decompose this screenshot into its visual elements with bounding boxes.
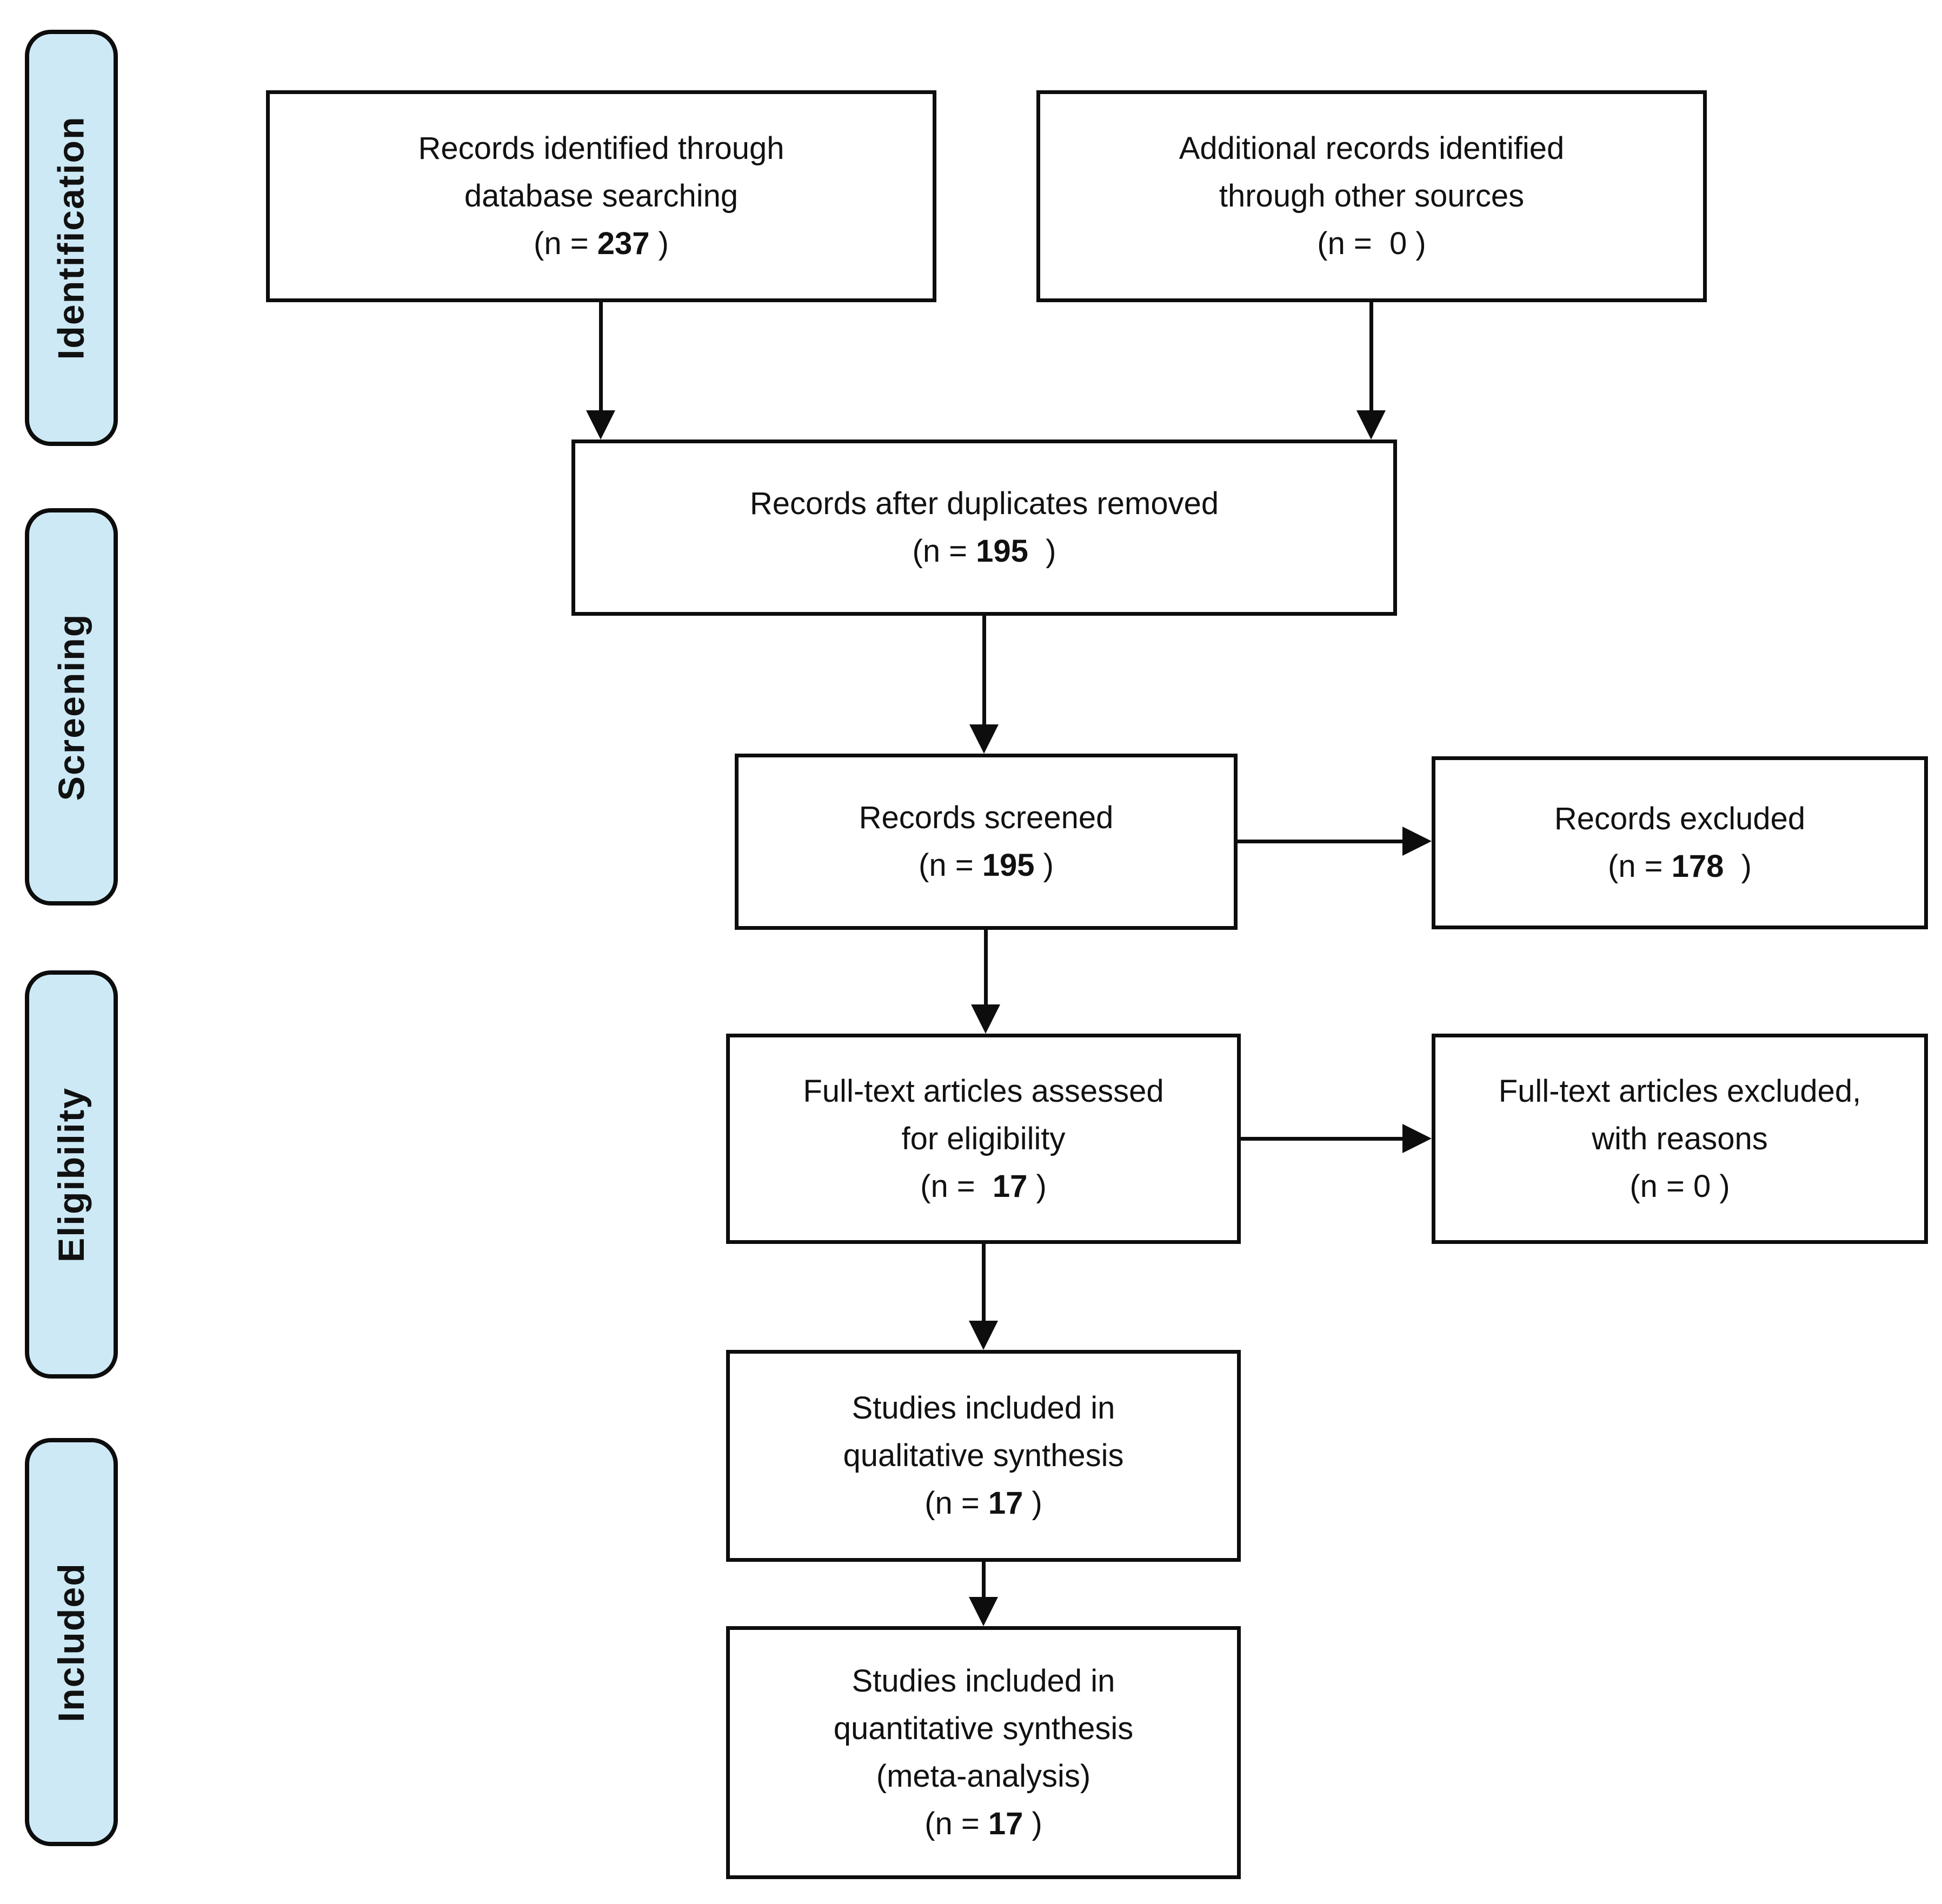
arrowhead-right-icon bbox=[1402, 827, 1432, 856]
box-count-line: (n = 0 ) bbox=[1317, 226, 1426, 261]
arrowhead-down-icon bbox=[586, 410, 615, 440]
arrow-additional-to-duplicates bbox=[1369, 302, 1373, 412]
count-value: 237 bbox=[597, 226, 650, 261]
count-value: 17 bbox=[988, 1806, 1023, 1841]
stage-included: Included bbox=[25, 1438, 118, 1846]
box-line: with reasons bbox=[1592, 1121, 1768, 1156]
flow-box-records-screened: Records screened (n = 195 ) bbox=[735, 754, 1238, 930]
arrowhead-down-icon bbox=[969, 1597, 998, 1626]
stage-screening: Screening bbox=[25, 508, 118, 906]
stage-eligibility: Eligibility bbox=[25, 970, 118, 1379]
box-count-line: (n = 17 ) bbox=[925, 1806, 1042, 1841]
box-line: qualitative synthesis bbox=[843, 1438, 1124, 1473]
arrow-fulltext-to-qualitative bbox=[982, 1243, 986, 1323]
box-line: Additional records identified bbox=[1179, 131, 1565, 166]
count-value: 0 bbox=[1693, 1168, 1711, 1204]
box-line: Studies included in bbox=[852, 1390, 1115, 1426]
box-count-line: (n = 178 ) bbox=[1608, 849, 1752, 884]
flow-box-additional-records: Additional records identified through ot… bbox=[1036, 90, 1707, 302]
arrow-identified-to-duplicates bbox=[599, 302, 603, 412]
box-line: Full-text articles assessed bbox=[803, 1073, 1164, 1109]
box-line: for eligibility bbox=[901, 1121, 1066, 1156]
stage-identification: Identification bbox=[25, 30, 118, 446]
stage-label-identification: Identification bbox=[51, 116, 92, 360]
arrowhead-right-icon bbox=[1402, 1124, 1432, 1153]
box-line: database searching bbox=[464, 178, 739, 214]
box-line: (meta-analysis) bbox=[876, 1759, 1091, 1794]
stage-label-screening: Screening bbox=[51, 613, 92, 801]
box-count-line: (n = 0 ) bbox=[1630, 1168, 1730, 1204]
box-line: quantitative synthesis bbox=[833, 1711, 1134, 1746]
arrowhead-down-icon bbox=[1356, 410, 1386, 440]
box-count-line: (n = 195 ) bbox=[912, 534, 1056, 569]
count-value: 178 bbox=[1671, 849, 1724, 884]
arrowhead-down-icon bbox=[969, 724, 999, 754]
box-count-line: (n = 195 ) bbox=[919, 848, 1054, 883]
arrowhead-down-icon bbox=[969, 1321, 998, 1350]
box-line: Records after duplicates removed bbox=[749, 486, 1219, 521]
arrow-screened-to-excluded bbox=[1237, 840, 1405, 843]
flow-box-qualitative-synthesis: Studies included in qualitative synthesi… bbox=[726, 1350, 1241, 1562]
arrow-qualitative-to-quantitative bbox=[982, 1561, 986, 1599]
box-line: through other sources bbox=[1219, 178, 1525, 214]
flow-box-fulltext-excluded: Full-text articles excluded, with reason… bbox=[1432, 1034, 1928, 1244]
box-line: Records excluded bbox=[1554, 801, 1806, 836]
flow-box-fulltext-assessed: Full-text articles assessed for eligibil… bbox=[726, 1034, 1241, 1244]
flow-box-quantitative-synthesis: Studies included in quantitative synthes… bbox=[726, 1626, 1241, 1879]
stage-label-eligibility: Eligibility bbox=[51, 1087, 92, 1262]
flow-box-records-identified: Records identified through database sear… bbox=[266, 90, 936, 302]
box-count-line: (n = 17 ) bbox=[920, 1168, 1047, 1204]
arrowhead-down-icon bbox=[971, 1004, 1000, 1034]
box-line: Studies included in bbox=[852, 1663, 1115, 1699]
count-value: 17 bbox=[988, 1486, 1023, 1521]
flow-box-records-excluded: Records excluded (n = 178 ) bbox=[1432, 756, 1928, 929]
box-line: Records screened bbox=[859, 800, 1114, 835]
flow-box-duplicates-removed: Records after duplicates removed (n = 19… bbox=[571, 440, 1397, 616]
arrow-screened-to-fulltext bbox=[984, 929, 988, 1007]
count-value: 17 bbox=[992, 1168, 1028, 1204]
box-line: Records identified through bbox=[418, 131, 784, 166]
box-count-line: (n = 17 ) bbox=[925, 1486, 1042, 1521]
count-value: 195 bbox=[976, 534, 1028, 569]
arrow-fulltext-to-fulltext-excluded bbox=[1241, 1137, 1405, 1141]
count-value: 195 bbox=[982, 848, 1035, 883]
box-count-line: (n = 237 ) bbox=[534, 226, 669, 261]
arrow-duplicates-to-screened bbox=[982, 615, 986, 727]
box-line: Full-text articles excluded, bbox=[1498, 1073, 1861, 1109]
count-value: 0 bbox=[1389, 226, 1407, 261]
stage-label-included: Included bbox=[51, 1562, 92, 1722]
